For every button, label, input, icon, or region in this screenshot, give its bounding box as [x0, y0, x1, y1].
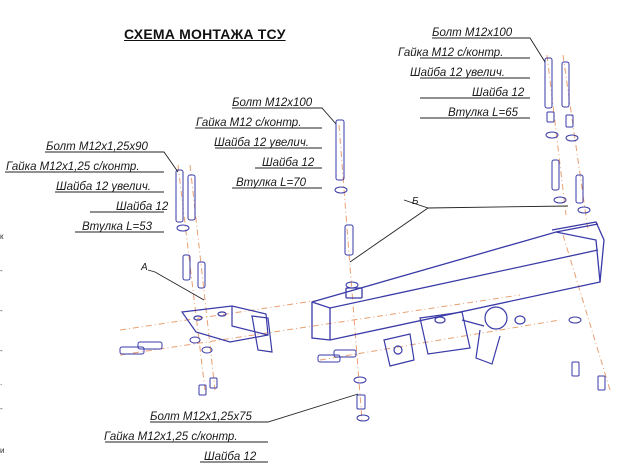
callout-left-bolt: Болт M12x1,25x90: [46, 141, 148, 153]
callout-middle-sleeve: Втулка L=70: [236, 177, 307, 189]
callout-bottom-bolt: Болт M12x1,25x75: [150, 411, 252, 423]
bolt-stack-right: [544, 57, 591, 214]
callout-top-right-sleeve: Втулка L=65: [448, 107, 519, 119]
marker-b: Б: [412, 196, 419, 207]
edge-mark: -: [0, 404, 3, 413]
edge-mark: и: [0, 446, 5, 455]
axis-lines: [119, 54, 611, 421]
main-beam: [311, 221, 605, 341]
side-hardware: [119, 316, 606, 391]
callout-middle-washer-large: Шайба 12 увелич.: [214, 137, 309, 149]
leader-lines: [5, 37, 569, 463]
callout-top-right-washer: Шайба 12: [472, 87, 525, 99]
callout-bottom-washer: Шайба 12: [204, 451, 257, 463]
bolt-stack-middle: [334, 119, 370, 422]
edge-mark: -: [0, 266, 3, 275]
tow-ball-assembly: [383, 306, 526, 367]
callout-left-nut: Гайка M12x1,25 с/контр.: [6, 161, 140, 173]
callout-middle-bolt: Болт M12x100: [232, 97, 313, 109]
edge-mark: к: [0, 232, 4, 241]
left-bracket: [180, 305, 273, 353]
callout-left-washer: Шайба 12: [116, 201, 169, 213]
callout-bottom-nut: Гайка M12x1,25 с/контр.: [104, 431, 238, 443]
edge-mark: -: [0, 306, 3, 315]
callout-top-right-nut: Гайка M12 с/контр.: [398, 47, 504, 59]
callout-middle-nut: Гайка M12 с/контр.: [196, 117, 302, 129]
bolt-stack-left: [175, 169, 218, 396]
diagram-title: СХЕМА МОНТАЖА ТСУ: [124, 26, 286, 42]
callout-left-sleeve: Втулка L=53: [82, 221, 153, 233]
callout-middle-washer: Шайба 12: [262, 157, 315, 169]
callout-left-washer-large: Шайба 12 увелич.: [56, 181, 151, 193]
edge-mark: -: [0, 346, 3, 355]
callout-top-right-washer-large: Шайба 12 увелич.: [410, 67, 505, 79]
callout-top-right-bolt: Болт M12x100: [432, 27, 513, 39]
edge-mark: .: [0, 378, 3, 387]
marker-a: А: [141, 262, 148, 273]
